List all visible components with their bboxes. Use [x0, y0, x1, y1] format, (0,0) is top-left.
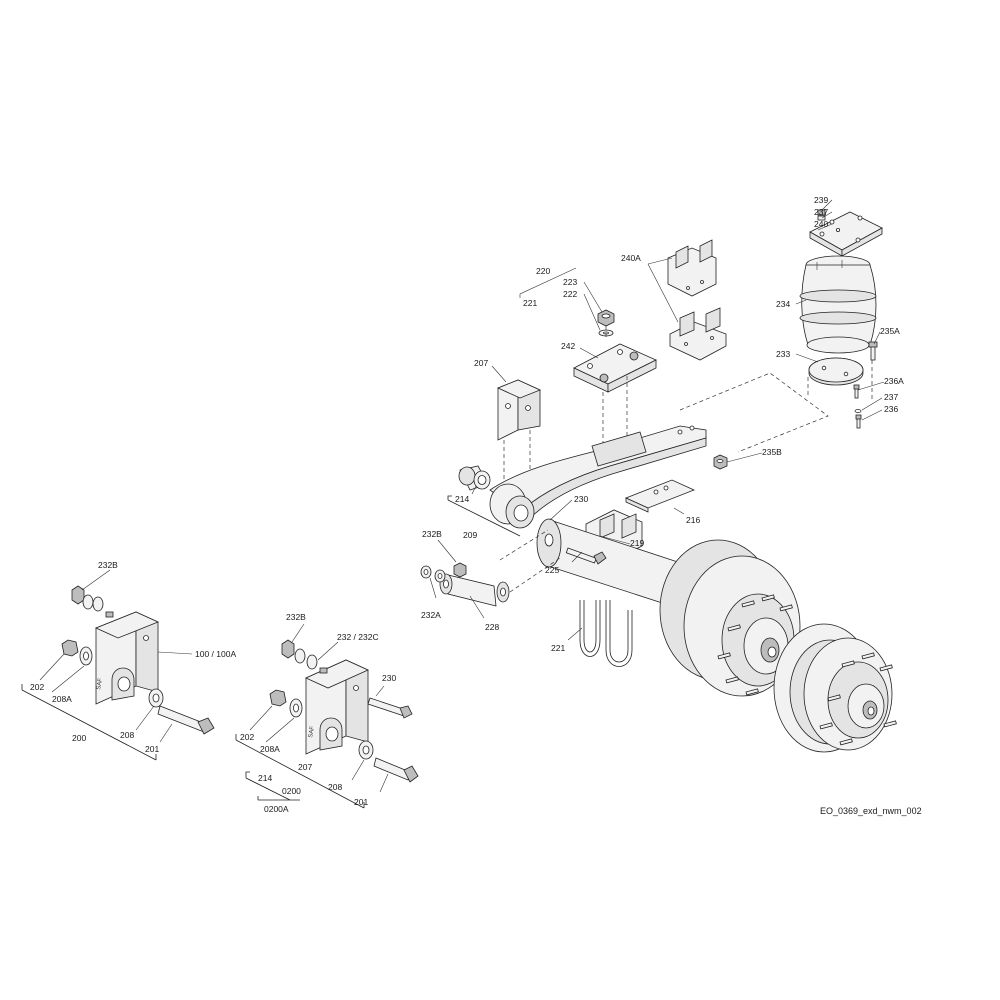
pad-216 — [624, 479, 696, 513]
label-242: 242 — [561, 341, 576, 351]
washer-208-mid — [358, 740, 374, 760]
label-200: 200 — [72, 733, 87, 743]
label-230-mid: 230 — [382, 673, 397, 683]
label-208A-left: 208A — [52, 694, 72, 704]
label-240A: 240A — [621, 253, 641, 263]
label-201-left: 201 — [145, 744, 160, 754]
bolt-225 — [565, 547, 607, 565]
brake-disc-right — [773, 623, 893, 753]
nut-202-left — [61, 639, 79, 657]
label-222: 222 — [563, 289, 578, 299]
drawing-reference-code: EO_0369_exd_nwm_002 — [820, 806, 922, 816]
wheel-studs-left — [717, 594, 799, 696]
bolt-201-mid — [373, 757, 419, 783]
label-208A-mid: 208A — [260, 744, 280, 754]
label-201-mid: 201 — [354, 797, 369, 807]
washer-208A-mid — [289, 698, 303, 718]
label-228: 228 — [485, 622, 500, 632]
label-221-bottom: 221 — [551, 643, 566, 653]
air-spring-top-plate — [809, 211, 883, 257]
trailing-arm-209 — [489, 425, 707, 521]
label-0200A: 0200A — [264, 804, 289, 814]
label-236A: 236A — [884, 376, 904, 386]
label-220: 220 — [536, 266, 551, 276]
wheel-studs-right — [819, 652, 897, 746]
bolt-230-mid — [367, 697, 413, 719]
shock-absorber-228 — [439, 573, 510, 607]
label-207-top: 207 — [474, 358, 489, 368]
label-234: 234 — [776, 299, 791, 309]
label-232-232C: 232 / 232C — [337, 632, 379, 642]
bolt-201-left — [157, 705, 215, 735]
label-235B: 235B — [762, 447, 782, 457]
label-232B-left: 232B — [98, 560, 118, 570]
label-208-mid: 208 — [328, 782, 343, 792]
label-219: 219 — [630, 538, 645, 548]
leader-lines — [39, 199, 885, 793]
label-221-top: 221 — [523, 298, 538, 308]
nut-232B-mid — [281, 639, 328, 674]
bolt-236A — [853, 384, 860, 399]
stud-nut — [817, 209, 826, 221]
label-230-top: 230 — [574, 494, 589, 504]
bolt-235A — [868, 341, 878, 361]
clamp-plate-242 — [573, 343, 657, 393]
nut-232B-left — [71, 585, 114, 618]
label-202-left: 202 — [30, 682, 45, 692]
washer-237 — [854, 409, 862, 413]
hanger-bracket-207-mid: SAF — [305, 659, 369, 755]
label-232B-right: 232B — [422, 529, 442, 539]
hanger-bracket-100: SAF — [94, 611, 160, 705]
arm-eye-bush — [489, 483, 535, 529]
label-239: 239 — [814, 195, 829, 205]
u-bolt-221-rear — [605, 600, 633, 667]
hanger-bracket-207 — [496, 379, 542, 441]
label-100-100A: 100 / 100A — [195, 649, 237, 659]
label-223: 223 — [563, 277, 578, 287]
bolt-236 — [855, 414, 862, 429]
nut-223 — [597, 309, 615, 327]
label-208-left: 208 — [120, 730, 135, 740]
label-209: 209 — [463, 530, 478, 540]
air-spring-base-plate — [808, 357, 864, 386]
washer-208-left — [148, 688, 164, 708]
air-bellow — [799, 255, 877, 354]
label-237-bottom: 237 — [884, 392, 899, 402]
brake-drum-left — [659, 539, 801, 697]
washer-208A-left — [79, 646, 93, 666]
axle-beam — [536, 518, 691, 613]
label-207-mid: 207 — [298, 762, 313, 772]
label-216: 216 — [686, 515, 701, 525]
u-bolt-221-front — [579, 600, 601, 657]
label-236: 236 — [884, 404, 899, 414]
bracket-240A-lower — [669, 307, 727, 361]
label-235A: 235A — [880, 326, 900, 336]
nut-235B — [713, 454, 728, 470]
label-214-top: 214 — [455, 494, 470, 504]
label-232B-mid: 232B — [286, 612, 306, 622]
bush-214 — [458, 465, 491, 491]
nut-232B — [453, 562, 467, 578]
label-232A: 232A — [421, 610, 441, 620]
svg-text:SAF: SAF — [96, 677, 104, 690]
label-233: 233 — [776, 349, 791, 359]
label-214-mid: 214 — [258, 773, 273, 783]
label-240: 240 — [814, 219, 829, 229]
label-0200: 0200 — [282, 786, 301, 796]
label-237-top: 237 — [814, 207, 829, 217]
label-202-mid: 202 — [240, 732, 255, 742]
bracket-240A-upper — [667, 239, 717, 297]
svg-text:SAF: SAF — [308, 725, 316, 738]
washer-232A — [420, 565, 446, 583]
nut-202-mid — [269, 689, 287, 707]
label-225: 225 — [545, 565, 560, 575]
